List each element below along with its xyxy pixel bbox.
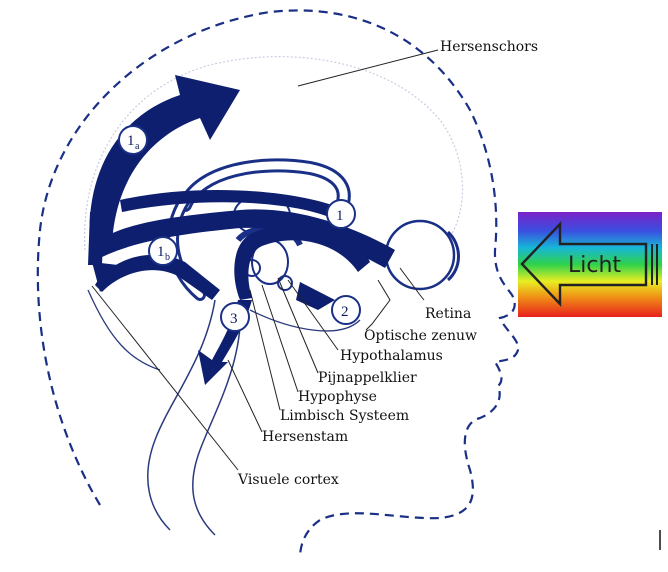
label-hypophyse: Hypophyse [298, 389, 377, 405]
leader-hypothalamus [287, 279, 339, 351]
leader-hersenschors [297, 49, 439, 87]
brainstem-outline [147, 299, 242, 536]
svg-text:3: 3 [230, 311, 238, 327]
leader-hypophyse [261, 284, 299, 393]
pathway-hypothalamus-loop [234, 224, 370, 300]
svg-text:1: 1 [127, 133, 135, 149]
label-optische-zenuw: Optische zenuw [364, 328, 477, 344]
label-limbisch-systeem: Limbisch Systeem [280, 408, 409, 424]
leader-hersenstam [227, 359, 263, 433]
leader-optische-zenuw [365, 279, 391, 331]
label-pijnappelklier: Pijnappelklier [318, 370, 417, 386]
marker-2: 2 [331, 295, 361, 325]
marker-1: 1 [326, 199, 356, 229]
marker-1a: 1 a [118, 125, 148, 155]
skull-base-line [87, 289, 361, 371]
pathway-1b [95, 254, 220, 300]
pathway-tail-down [88, 212, 104, 265]
label-hersenschors: Hersenschors [440, 39, 538, 55]
light-rainbow-block [518, 212, 662, 317]
pathway-upper [120, 189, 345, 222]
light-source: Licht [518, 212, 662, 317]
label-hypothalamus: Hypothalamus [340, 348, 443, 364]
head-outline [36, 9, 520, 559]
svg-text:b: b [165, 252, 170, 263]
leader-retina [399, 267, 425, 301]
label-visuele-cortex: Visuele cortex [237, 472, 339, 488]
marker-1b: 1 b [148, 236, 178, 266]
pituitary-shape [277, 275, 293, 291]
pathway-1a-arrow [89, 75, 240, 245]
leader-pijnappelklier [277, 277, 319, 374]
marker-3: 3 [220, 302, 250, 332]
pathway-2-arrow [296, 282, 335, 310]
svg-text:1: 1 [157, 244, 165, 260]
light-label: Licht [568, 253, 621, 278]
cortex-outline [83, 56, 463, 251]
leader-visuele-cortex [91, 285, 239, 471]
visual-cortex-arrowhead [92, 262, 118, 292]
label-hersenstam: Hersenstam [262, 429, 348, 445]
svg-text:1: 1 [336, 208, 344, 224]
eye-lens [446, 230, 460, 282]
svg-text:a: a [135, 141, 140, 152]
leader-limbisch-systeem [249, 289, 281, 411]
label-retina: Retina [425, 306, 471, 322]
svg-text:2: 2 [341, 304, 349, 320]
pathway-optic [100, 209, 395, 268]
eye [384, 219, 456, 291]
callosum-inner [181, 161, 348, 214]
